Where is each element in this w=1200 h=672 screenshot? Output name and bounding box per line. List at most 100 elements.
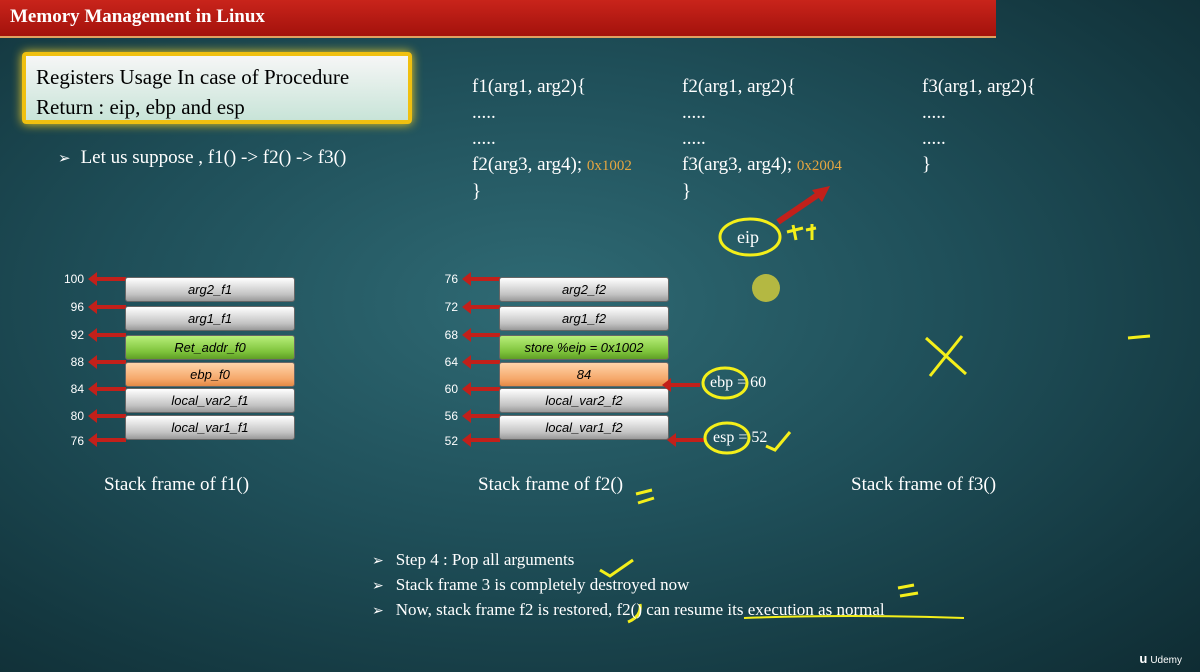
esp-value: = 52 bbox=[738, 429, 768, 446]
step-item: ➢ Step 4 : Pop all arguments bbox=[372, 548, 885, 573]
stack-f3-label: Stack frame of f3() bbox=[851, 474, 997, 495]
suppose-bullet: ➢ Let us suppose , f1() -> f2() -> f3() bbox=[58, 147, 346, 169]
bullet-arrow-icon: ➢ bbox=[58, 149, 71, 167]
stack-f1-cell: arg1_f1 bbox=[125, 306, 295, 331]
address-arrow-icon bbox=[88, 409, 126, 423]
stack-f1-address: 88 bbox=[70, 355, 84, 369]
cross-mark bbox=[924, 335, 968, 377]
address-arrow-icon bbox=[462, 300, 500, 314]
stack-f2-cell: local_var2_f2 bbox=[499, 388, 669, 413]
comma-mark bbox=[627, 603, 642, 624]
udemy-text: Udemy bbox=[1150, 655, 1182, 666]
address-arrow-icon bbox=[88, 382, 126, 396]
heading-line-1: Registers Usage In case of Procedure bbox=[36, 65, 350, 89]
slide-title: Memory Management in Linux bbox=[10, 6, 265, 27]
code-f2: f2(arg1, arg2){ ..... ..... f3(arg3, arg… bbox=[682, 74, 842, 205]
code-f1-dots-2: ..... bbox=[472, 128, 496, 149]
eip-register: eip bbox=[737, 227, 759, 247]
heading-line-2: Return : eip, ebp and esp bbox=[36, 95, 245, 119]
stack-f1-address: 84 bbox=[70, 382, 84, 396]
eip-arrow-icon bbox=[776, 189, 824, 225]
bullet-arrow-icon: ➢ bbox=[372, 553, 384, 569]
stack-f2-address: 68 bbox=[444, 328, 458, 342]
stack-f1-address: 76 bbox=[70, 434, 84, 448]
title-underline bbox=[0, 36, 996, 38]
address-arrow-icon bbox=[462, 433, 500, 447]
stack-f2-cell: store %eip = 0x1002 bbox=[499, 335, 669, 360]
step-item: ➢ Now, stack frame f2 is restored, f2() c… bbox=[372, 598, 885, 623]
esp-pointer-arrow-icon bbox=[667, 433, 705, 447]
stack-f2-label: Stack frame of f2() bbox=[478, 474, 624, 495]
stack-f1-address: 80 bbox=[70, 409, 84, 423]
code-f1-return-address: 0x1002 bbox=[586, 158, 632, 174]
code-f1-signature: f1(arg1, arg2){ bbox=[472, 76, 586, 97]
esp-register: esp = 52 bbox=[713, 429, 767, 447]
code-f1-close: } bbox=[472, 181, 482, 202]
stack-f2-address: 60 bbox=[444, 382, 458, 396]
stack-f1-cell: local_var1_f1 bbox=[125, 415, 295, 440]
cursor-dot bbox=[752, 274, 780, 302]
step-text: Now, stack frame f2 is restored, f2() ca… bbox=[395, 600, 885, 619]
code-f3: f3(arg1, arg2){ ..... ..... } bbox=[922, 74, 1036, 178]
code-f3-dots-1: ..... bbox=[922, 102, 946, 123]
stack-f2-cell: arg1_f2 bbox=[499, 306, 669, 331]
eip-circle bbox=[718, 217, 782, 257]
stack-f2-cell: local_var1_f2 bbox=[499, 415, 669, 440]
address-arrow-icon bbox=[462, 272, 500, 286]
double-underline-mark bbox=[635, 488, 655, 505]
bullet-arrow-icon: ➢ bbox=[372, 578, 384, 594]
stack-f1-cell: ebp_f0 bbox=[125, 362, 295, 387]
steps-list: ➢ Step 4 : Pop all arguments ➢ Stack frame… bbox=[372, 548, 885, 623]
code-f2-call: f3(arg3, arg4); bbox=[682, 154, 793, 175]
stack-f2-cell: arg2_f2 bbox=[499, 277, 669, 302]
code-f1-dots-1: ..... bbox=[472, 102, 496, 123]
ebp-pointer-arrow-icon bbox=[662, 378, 700, 392]
code-f2-close: } bbox=[682, 181, 692, 202]
step-text: Step 4 : Pop all arguments bbox=[395, 550, 575, 569]
code-f2-signature: f2(arg1, arg2){ bbox=[682, 76, 796, 97]
address-arrow-icon bbox=[88, 355, 126, 369]
suppose-text: Let us suppose , f1() -> f2() -> f3() bbox=[80, 147, 347, 168]
underline-mark bbox=[743, 615, 965, 619]
ebp-label: ebp bbox=[710, 374, 734, 391]
stack-f1-cell: arg2_f1 bbox=[125, 277, 295, 302]
stack-f2-address: 56 bbox=[444, 409, 458, 423]
address-arrow-icon bbox=[462, 409, 500, 423]
code-f3-close: } bbox=[922, 154, 932, 175]
address-arrow-icon bbox=[88, 300, 126, 314]
check-mark bbox=[765, 431, 792, 452]
stack-f1-cell: local_var2_f1 bbox=[125, 388, 295, 413]
address-arrow-icon bbox=[88, 328, 126, 342]
plus-one-mark bbox=[786, 224, 817, 241]
stack-f1-label: Stack frame of f1() bbox=[104, 474, 250, 495]
code-f3-signature: f3(arg1, arg2){ bbox=[922, 76, 1036, 97]
udemy-logo-icon: u bbox=[1139, 651, 1148, 666]
stack-f2-address: 64 bbox=[444, 355, 458, 369]
stack-f1-address: 96 bbox=[70, 300, 84, 314]
stack-f1-cell: Ret_addr_f0 bbox=[125, 335, 295, 360]
esp-label: esp bbox=[713, 429, 735, 446]
code-f2-return-address: 0x2004 bbox=[796, 158, 842, 174]
esp-circle bbox=[703, 421, 751, 455]
code-f2-dots-2: ..... bbox=[682, 128, 706, 149]
eip-arrowhead-icon bbox=[812, 186, 830, 202]
step-text: Stack frame 3 is completely destroyed no… bbox=[395, 575, 690, 594]
address-arrow-icon bbox=[462, 382, 500, 396]
stack-f2-address: 52 bbox=[444, 434, 458, 448]
code-f3-dots-2: ..... bbox=[922, 128, 946, 149]
stack-f1-address: 100 bbox=[63, 272, 84, 286]
address-arrow-icon bbox=[88, 433, 126, 447]
stack-f2-address: 72 bbox=[444, 300, 458, 314]
address-arrow-icon bbox=[88, 272, 126, 286]
step-item: ➢ Stack frame 3 is completely destroyed n… bbox=[372, 573, 885, 598]
dash-mark bbox=[1127, 334, 1151, 340]
stack-f2-address: 76 bbox=[444, 272, 458, 286]
address-arrow-icon bbox=[462, 355, 500, 369]
bullet-arrow-icon: ➢ bbox=[372, 603, 384, 619]
ebp-circle bbox=[701, 366, 749, 400]
title-bar: Memory Management in Linux bbox=[0, 0, 996, 36]
stack-f2-cell: 84 bbox=[499, 362, 669, 387]
check-mark bbox=[599, 558, 634, 578]
